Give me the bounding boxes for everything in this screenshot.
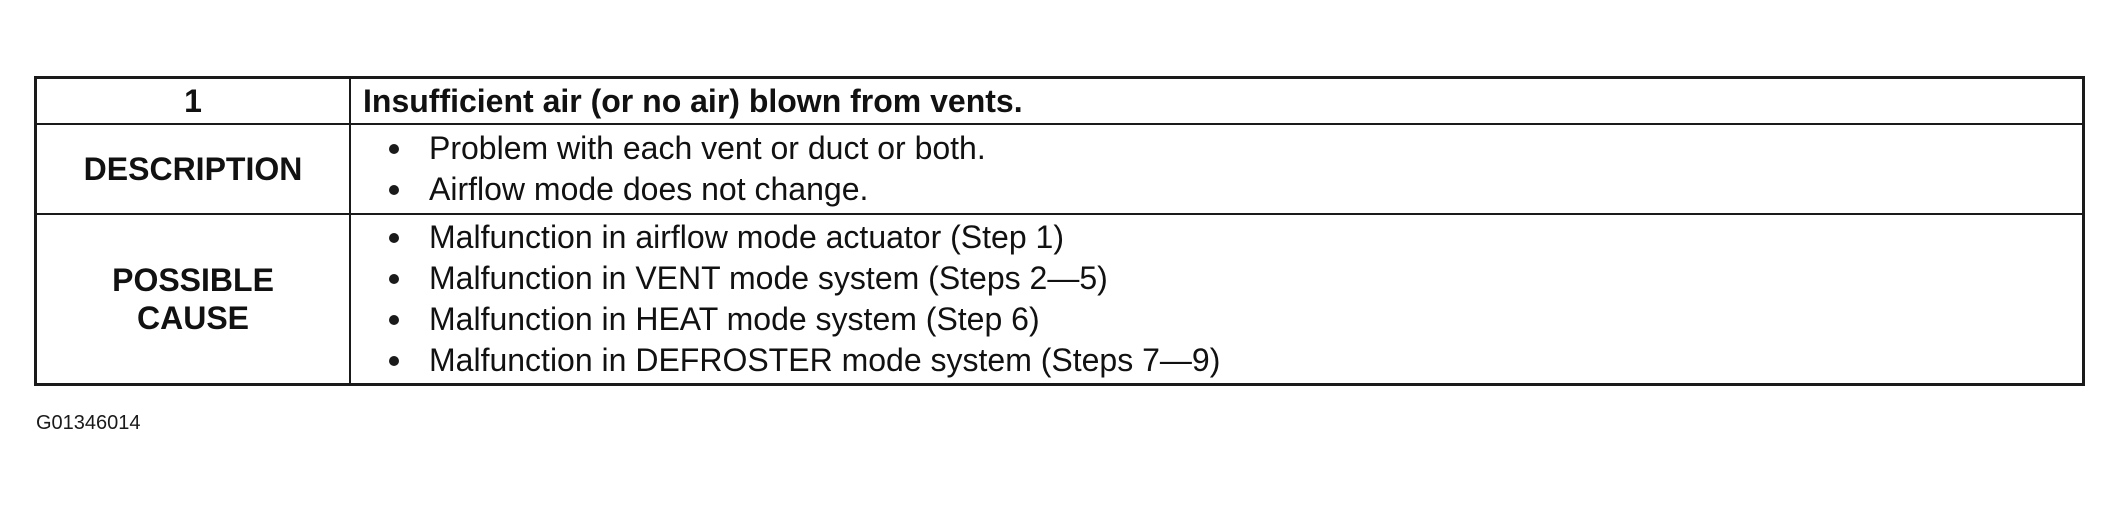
table-header-row: 1 Insufficient air (or no air) blown fro… (34, 76, 2085, 125)
bullet-icon (389, 315, 399, 325)
description-label: DESCRIPTION (34, 123, 351, 215)
bullet-icon (389, 144, 399, 154)
bullet-icon (389, 356, 399, 366)
list-item: Problem with each vent or duct or both. (387, 128, 2082, 169)
figure-id: G01346014 (36, 412, 141, 434)
list-item: Airflow mode does not change. (387, 169, 2082, 210)
symptom-number: 1 (34, 76, 351, 125)
bullet-icon (389, 274, 399, 284)
list-item: Malfunction in VENT mode system (Steps 2… (387, 258, 2082, 299)
possible-cause-label: POSSIBLE CAUSE (34, 213, 351, 386)
symptom-title: Insufficient air (or no air) blown from … (349, 76, 2085, 125)
bullet-icon (389, 233, 399, 243)
possible-cause-content: Malfunction in airflow mode actuator (St… (349, 213, 2085, 386)
description-content: Problem with each vent or duct or both. … (349, 123, 2085, 215)
description-list: Problem with each vent or duct or both. … (365, 128, 2082, 210)
possible-cause-list: Malfunction in airflow mode actuator (St… (365, 217, 2082, 381)
list-item: Malfunction in airflow mode actuator (St… (387, 217, 2082, 258)
description-row: DESCRIPTION Problem with each vent or du… (34, 123, 2085, 215)
list-item: Malfunction in DEFROSTER mode system (St… (387, 340, 2082, 381)
bullet-icon (389, 185, 399, 195)
list-item: Malfunction in HEAT mode system (Step 6) (387, 299, 2082, 340)
possible-cause-row: POSSIBLE CAUSE Malfunction in airflow mo… (34, 213, 2085, 386)
diagnosis-table: 1 Insufficient air (or no air) blown fro… (34, 76, 2085, 386)
